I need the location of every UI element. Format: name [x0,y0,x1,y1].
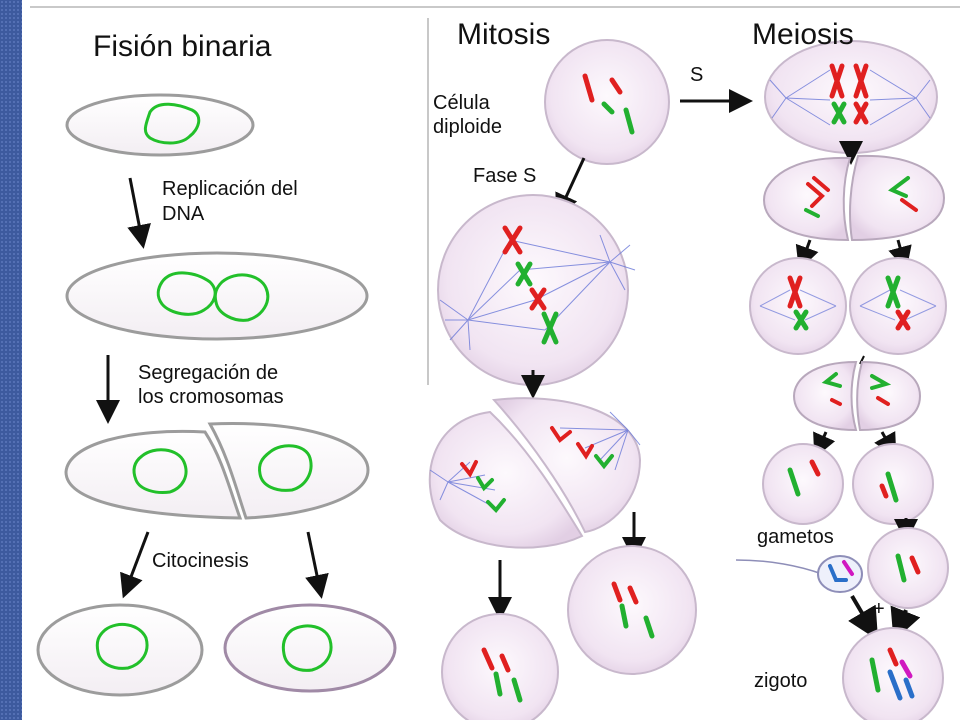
dividing-cell-upper [491,397,642,534]
chromosome-green [643,615,655,639]
chromosome-green [594,454,614,470]
meiosis-cell-1 [764,40,938,154]
nucleoid-daughter-left [95,622,149,670]
diploid-cell-label-line1: Célula [433,92,490,114]
replication-label-line1: Replicación del [162,178,298,200]
chromosome-red [460,460,478,478]
segregation-label-line1: Segregación de [138,362,279,384]
dividing-cell-lower [428,410,584,549]
mitosis-title: Mitosis [457,18,551,51]
binary-fission-title: Fisión binaria [93,30,272,63]
nucleoid-copy-2 [213,273,270,322]
chromosome-green [619,603,629,629]
dividing-cell-left [64,429,243,520]
bacterium-cell [65,93,255,157]
mitosis-daughter-cell-right [567,545,697,675]
mitosis-daughter-cell-left [441,613,559,720]
zygote-label: zigoto [754,670,808,692]
chromosome-green [623,107,635,135]
arrow-cytokinesis-right [305,531,329,599]
chromosome-green [486,498,506,513]
meiosis-dividing-left [762,156,852,242]
diploid-cell-label-line2: diploide [433,116,502,138]
s-phase-label: Fase S [473,165,537,187]
bacterium-elongated-cell [65,251,369,341]
chromosome-red [611,581,623,603]
top-divider [30,6,960,8]
daughter-cell-left [36,603,204,697]
chromatid-pair-red [529,287,547,311]
chromosome-green [511,677,523,703]
chromosome-red [582,73,595,103]
chromosome-red [609,77,623,95]
chromosome-green [476,476,494,492]
meiosis-panel [680,40,949,720]
mitosis-panel [428,39,697,720]
plus-sign: + [873,598,885,620]
nucleoid-left [132,448,188,494]
dividing-cell-right [207,422,370,520]
sperm-tail [735,559,823,575]
s-arrow-label: S [690,64,704,86]
chromosome-red [550,426,572,443]
chromatid-pair-green [515,261,533,287]
chromosome-red [576,442,594,460]
daughter-cell-right [223,603,397,693]
chromosome-green [493,671,503,697]
chromosome-red [627,585,639,605]
chromatid-pair-green [541,311,559,345]
chromosome-red [499,653,511,673]
replication-label-line2: DNA [162,203,205,225]
segregation-label-line2: los cromosomas [138,386,284,408]
nucleoid-right [258,444,313,492]
arrow-replication [127,177,151,249]
gametes-label: gametos [757,526,834,548]
nucleoid-copy-1 [156,271,217,316]
binary-fission-panel [36,93,397,697]
chromatid-pair-red [502,225,523,255]
side-decorative-bar [0,0,22,720]
arrow-cytokinesis-left [120,531,150,599]
spindle-fibers [429,411,641,506]
nucleoid-daughter-right [281,624,333,672]
chromosome-red [481,647,495,671]
gamete-egg [867,527,949,609]
diploid-cell [544,39,670,165]
meiosis-dividing-right [849,154,946,242]
cytokinesis-label: Citocinesis [152,550,249,572]
spindle-fibers [769,69,931,126]
meiosis-title: Meiosis [752,18,854,51]
sperm-head [817,555,863,593]
nucleoid [143,102,201,145]
chromosome-green [601,101,615,115]
